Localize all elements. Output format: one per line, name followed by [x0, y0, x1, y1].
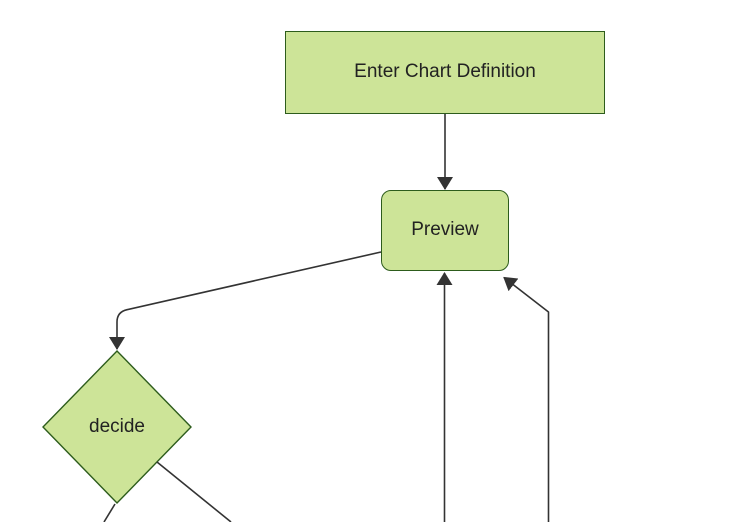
node-enter-chart-definition: Enter Chart Definition [285, 31, 605, 114]
node-decide: decide [47, 407, 187, 447]
edge-decide-offscreen-right [156, 461, 232, 522]
node-preview-label: Preview [411, 219, 479, 241]
node-preview: Preview [381, 190, 509, 271]
decide-diamond-shape [42, 349, 192, 505]
edge-offscreen-preview-bent [503, 276, 550, 522]
node-enter-chart-definition-label: Enter Chart Definition [354, 61, 536, 83]
edge-preview-decide [109, 251, 382, 350]
edge-decide-offscreen-left [103, 503, 116, 522]
node-decide-label: decide [89, 416, 145, 437]
